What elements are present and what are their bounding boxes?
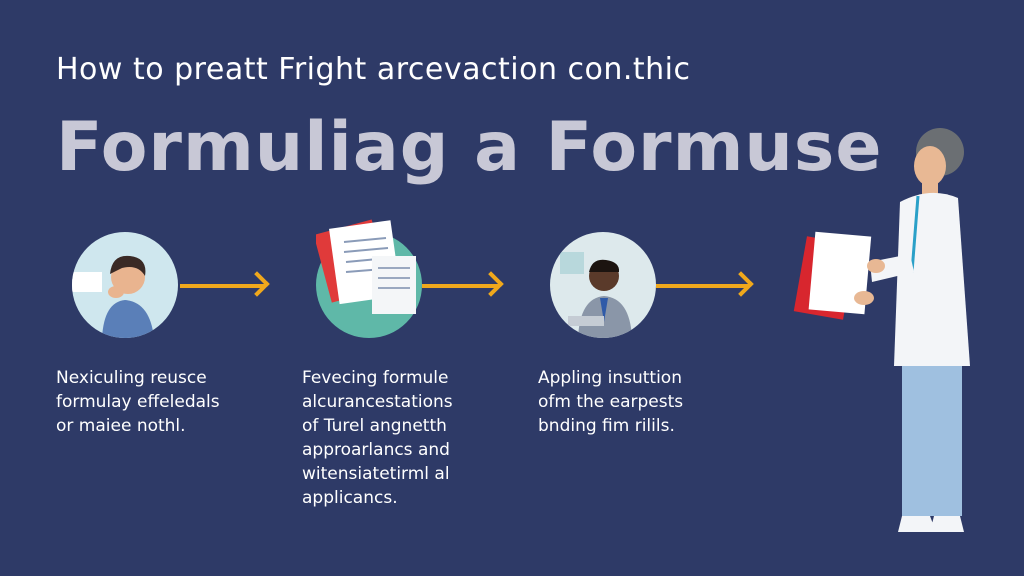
page-title: Formuliag a Formuse [56,108,883,187]
subtitle: How to preatt Fright arcevaction con.thi… [56,52,691,87]
text-line: ofm the earpests [538,392,684,412]
step-2-description: Fevecing formule alcurancestations of Tu… [302,366,453,510]
step-3-description: Appling insuttion ofm the earpests bndin… [538,366,683,438]
text-line: of Turel angnetth [302,416,447,436]
text-line: or maiee nothl. [56,416,186,436]
documents-icon [316,219,422,338]
text-line: bnding fim rilils. [538,416,675,436]
text-line: Appling insuttion [538,368,682,388]
text-line: Nexiculing reusce [56,368,207,388]
doctor-holding-document-illustration [793,128,970,532]
text-line: applicancs. [302,488,398,508]
arrow-icon [422,284,498,288]
businessman-icon [550,232,656,338]
step-1-description: Nexiculing reusce formulay effeledals or… [56,366,220,438]
text-line: Fevecing formule [302,368,449,388]
text-line: alcurancestations [302,392,453,412]
arrow-icon [180,284,264,288]
text-line: witensiatetirml al [302,464,450,484]
arrow-icon [656,284,748,288]
text-line: approarlancs and [302,440,450,460]
text-line: formulay effeledals [56,392,220,412]
person-thinking-icon [72,232,178,338]
